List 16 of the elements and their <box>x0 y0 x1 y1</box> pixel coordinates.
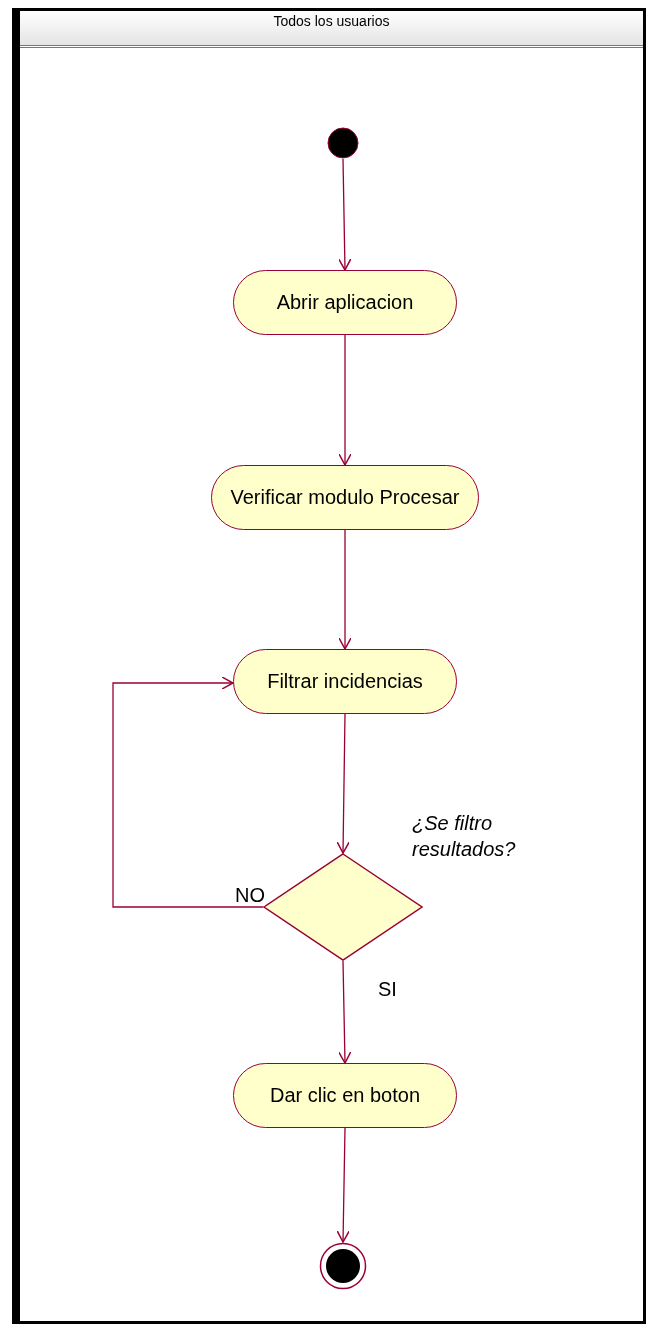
action-node: Filtrar incidencias <box>233 649 457 714</box>
initial-node <box>327 127 359 159</box>
action-node: Verificar modulo Procesar <box>211 465 479 530</box>
swimlane <box>12 8 646 1324</box>
control-flow-arrow <box>338 960 352 1064</box>
swimlane-title: Todos los usuarios <box>273 13 390 29</box>
action-node: Dar clic en boton <box>233 1063 457 1128</box>
control-flow-arrow <box>338 529 352 650</box>
final-node <box>319 1242 367 1290</box>
control-flow-arrow <box>336 713 350 854</box>
control-flow-arrow <box>336 1127 350 1243</box>
control-flow-arrow <box>112 676 264 908</box>
control-flow-arrow <box>338 334 352 466</box>
guard-label: ¿Se filtro resultados? <box>412 811 517 862</box>
action-node: Abrir aplicacion <box>233 270 457 335</box>
control-flow-arrow <box>338 158 352 271</box>
